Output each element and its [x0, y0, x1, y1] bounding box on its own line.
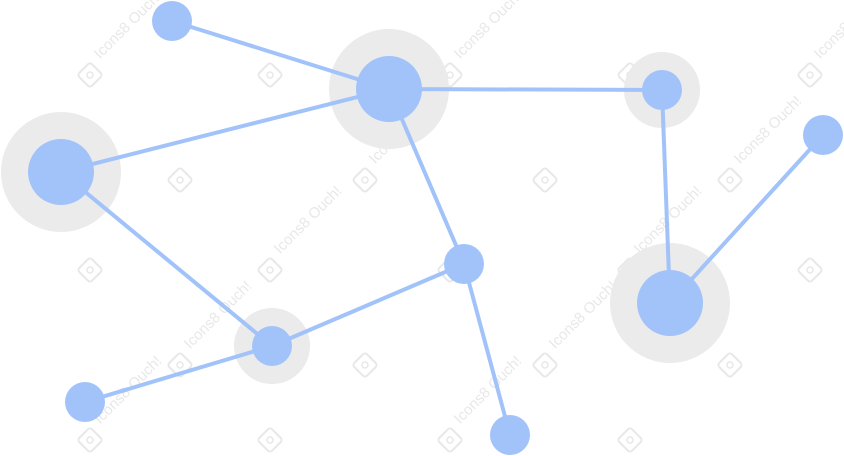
- icons8-logo-icon: [257, 62, 283, 88]
- watermark-tile: Icons8 Ouch!: [797, 0, 844, 88]
- icons8-logo-icon: [797, 257, 823, 283]
- edge-layer: [59, 19, 825, 437]
- edge-n2-n4: [387, 87, 664, 92]
- graph-node-n9: [490, 415, 530, 455]
- icons8-logo-icon: [717, 167, 743, 193]
- edge-n7-n8: [83, 344, 274, 404]
- watermark-tile: Icons8 Ouch!: [532, 278, 620, 378]
- watermark-text: Icons8 Ouch!: [811, 0, 844, 62]
- watermark-text: Icons8 Ouch!: [271, 183, 346, 258]
- edge-n7-n6: [270, 262, 466, 348]
- watermark-icon-dot: [541, 176, 549, 184]
- watermark-icon-dot: [806, 266, 814, 274]
- icons8-logo-icon: [77, 62, 103, 88]
- watermark-tile: [797, 257, 823, 283]
- watermark-icon-dot: [806, 71, 814, 79]
- watermark-icon-dot: [176, 176, 184, 184]
- edge-n4-n10: [660, 88, 672, 305]
- watermark-text: Icons8 Ouch!: [451, 0, 526, 62]
- icons8-logo-icon: [797, 62, 823, 88]
- icons8-logo-icon: [617, 427, 643, 453]
- watermark-tile: [257, 62, 283, 88]
- watermark-tile: [717, 352, 743, 378]
- icons8-logo-icon: [167, 167, 193, 193]
- graph-node-n3: [28, 139, 94, 205]
- icons8-logo-icon: [257, 257, 283, 283]
- icons8-logo-icon: [352, 352, 378, 378]
- icons8-logo-icon: [77, 427, 103, 453]
- watermark-icon-dot: [361, 176, 369, 184]
- graph-node-n6: [444, 244, 484, 284]
- watermark-tile: [352, 352, 378, 378]
- watermark-layer: Icons8 Ouch!Icons8 Ouch!Icons8 Ouch!Icon…: [77, 0, 844, 453]
- watermark-icon-dot: [726, 361, 734, 369]
- graph-node-n1: [152, 1, 192, 41]
- watermark-tile: [167, 167, 193, 193]
- watermark-icon-dot: [266, 436, 274, 444]
- watermark-icon-dot: [626, 436, 634, 444]
- edge-n2-n3: [59, 87, 391, 174]
- graph-node-n8: [65, 382, 105, 422]
- graph-node-n5: [803, 115, 843, 155]
- icons8-logo-icon: [437, 427, 463, 453]
- watermark-icon-dot: [266, 266, 274, 274]
- icons8-logo-icon: [532, 352, 558, 378]
- icons8-logo-icon: [532, 167, 558, 193]
- watermark-text: Icons8 Ouch!: [546, 278, 621, 353]
- watermark-tile: Icons8 Ouch!: [257, 183, 345, 283]
- watermark-icon-dot: [176, 361, 184, 369]
- icons8-logo-icon: [352, 167, 378, 193]
- watermark-icon-dot: [446, 436, 454, 444]
- edge-n5-n10: [668, 133, 825, 305]
- watermark-text: Icons8 Ouch!: [731, 93, 806, 168]
- graph-node-n7: [252, 326, 292, 366]
- watermark-icon-dot: [86, 71, 94, 79]
- watermark-icon-dot: [361, 361, 369, 369]
- watermark-icon-dot: [86, 436, 94, 444]
- halo-layer: [1, 29, 730, 384]
- watermark-icon-dot: [446, 71, 454, 79]
- watermark-icon-dot: [541, 361, 549, 369]
- node-layer: [28, 1, 843, 455]
- watermark-tile: Icons8 Ouch!: [77, 0, 165, 88]
- watermark-tile: Icons8 Ouch!: [437, 0, 525, 88]
- edge-n1-n2: [170, 19, 391, 91]
- watermark-text: Icons8 Ouch!: [91, 0, 166, 62]
- icons8-logo-icon: [717, 352, 743, 378]
- edge-n6-n9: [462, 262, 512, 437]
- edge-n3-n7: [59, 170, 274, 348]
- watermark-tile: [532, 167, 558, 193]
- graph-node-n10: [637, 270, 703, 336]
- graph-node-n2: [356, 56, 422, 122]
- watermark-tile: [77, 257, 103, 283]
- watermark-tile: [617, 427, 643, 453]
- icons8-logo-icon: [257, 427, 283, 453]
- watermark-icon-dot: [266, 71, 274, 79]
- watermark-icon-dot: [726, 176, 734, 184]
- icons8-logo-icon: [77, 257, 103, 283]
- watermark-icon-dot: [86, 266, 94, 274]
- watermark-tile: [257, 427, 283, 453]
- watermark-tile: Icons8 Ouch!: [717, 93, 805, 193]
- graph-node-n4: [642, 70, 682, 110]
